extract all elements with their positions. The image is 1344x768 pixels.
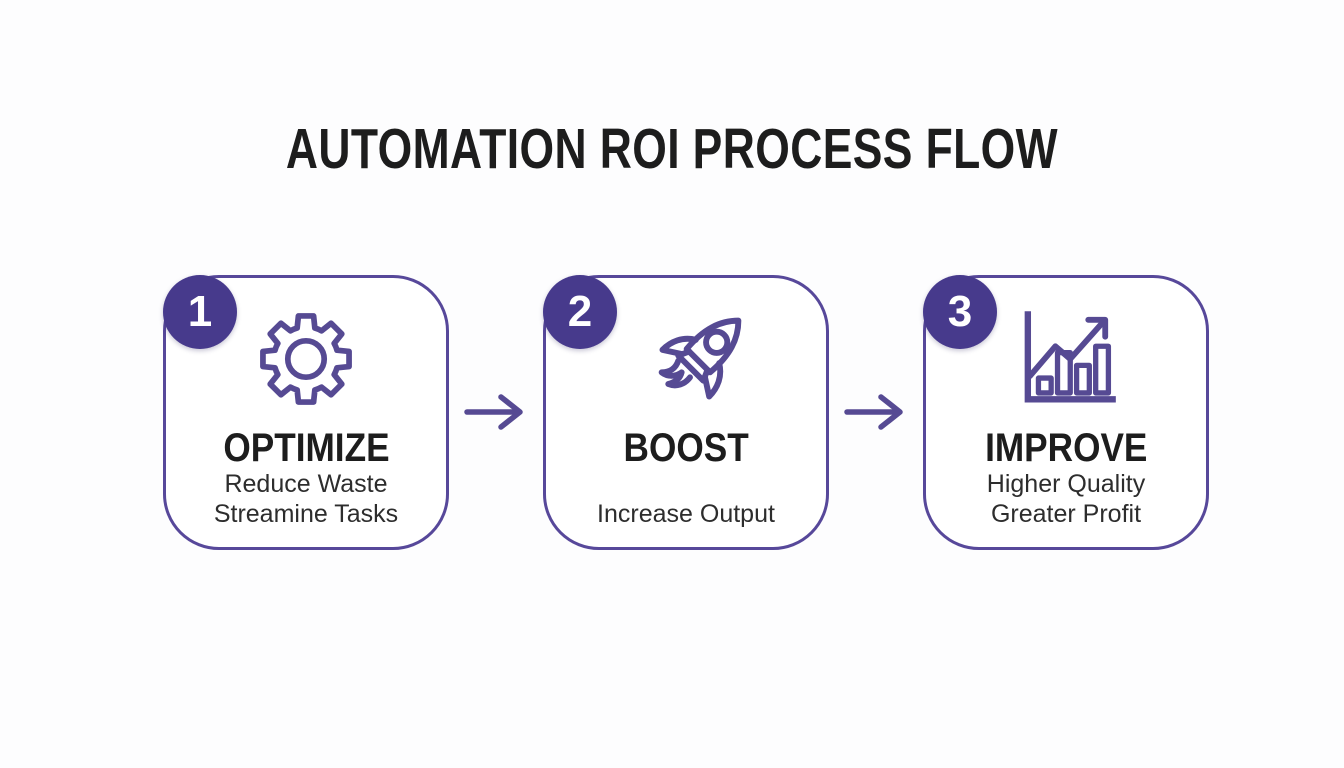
- step-title: IMPROVE: [984, 426, 1148, 470]
- step-number-badge: 1: [163, 275, 237, 349]
- flow-connector: [449, 275, 543, 550]
- step-subtitle: Increase Output: [546, 499, 826, 529]
- arrow-right-icon: [464, 394, 523, 430]
- subtitle-line: Increase Output: [597, 500, 775, 528]
- gear-icon: [260, 313, 352, 405]
- subtitle-line: Higher Quality: [986, 470, 1146, 498]
- subtitle-line: Reduce Waste: [224, 470, 388, 498]
- subtitle-line: Greater Profit: [990, 500, 1142, 528]
- step-number: 1: [187, 287, 213, 336]
- step-card-boost: 2 BOOST Increase Output: [543, 275, 829, 550]
- step-number-badge: 2: [543, 275, 617, 349]
- step-title: OPTIMIZE: [222, 426, 390, 470]
- page-title: AUTOMATION ROI PROCESS FLOW: [285, 117, 1059, 181]
- step-number: 3: [947, 287, 973, 336]
- subtitle-line: Streamine Tasks: [213, 500, 399, 528]
- step-number: 2: [567, 287, 593, 336]
- flow-connector: [829, 275, 923, 550]
- step-title: BOOST: [623, 426, 749, 470]
- bar-chart-icon: [1024, 311, 1116, 403]
- step-number-badge: 3: [923, 275, 997, 349]
- arrow-right-icon: [844, 394, 903, 430]
- rocket-icon: [658, 317, 742, 400]
